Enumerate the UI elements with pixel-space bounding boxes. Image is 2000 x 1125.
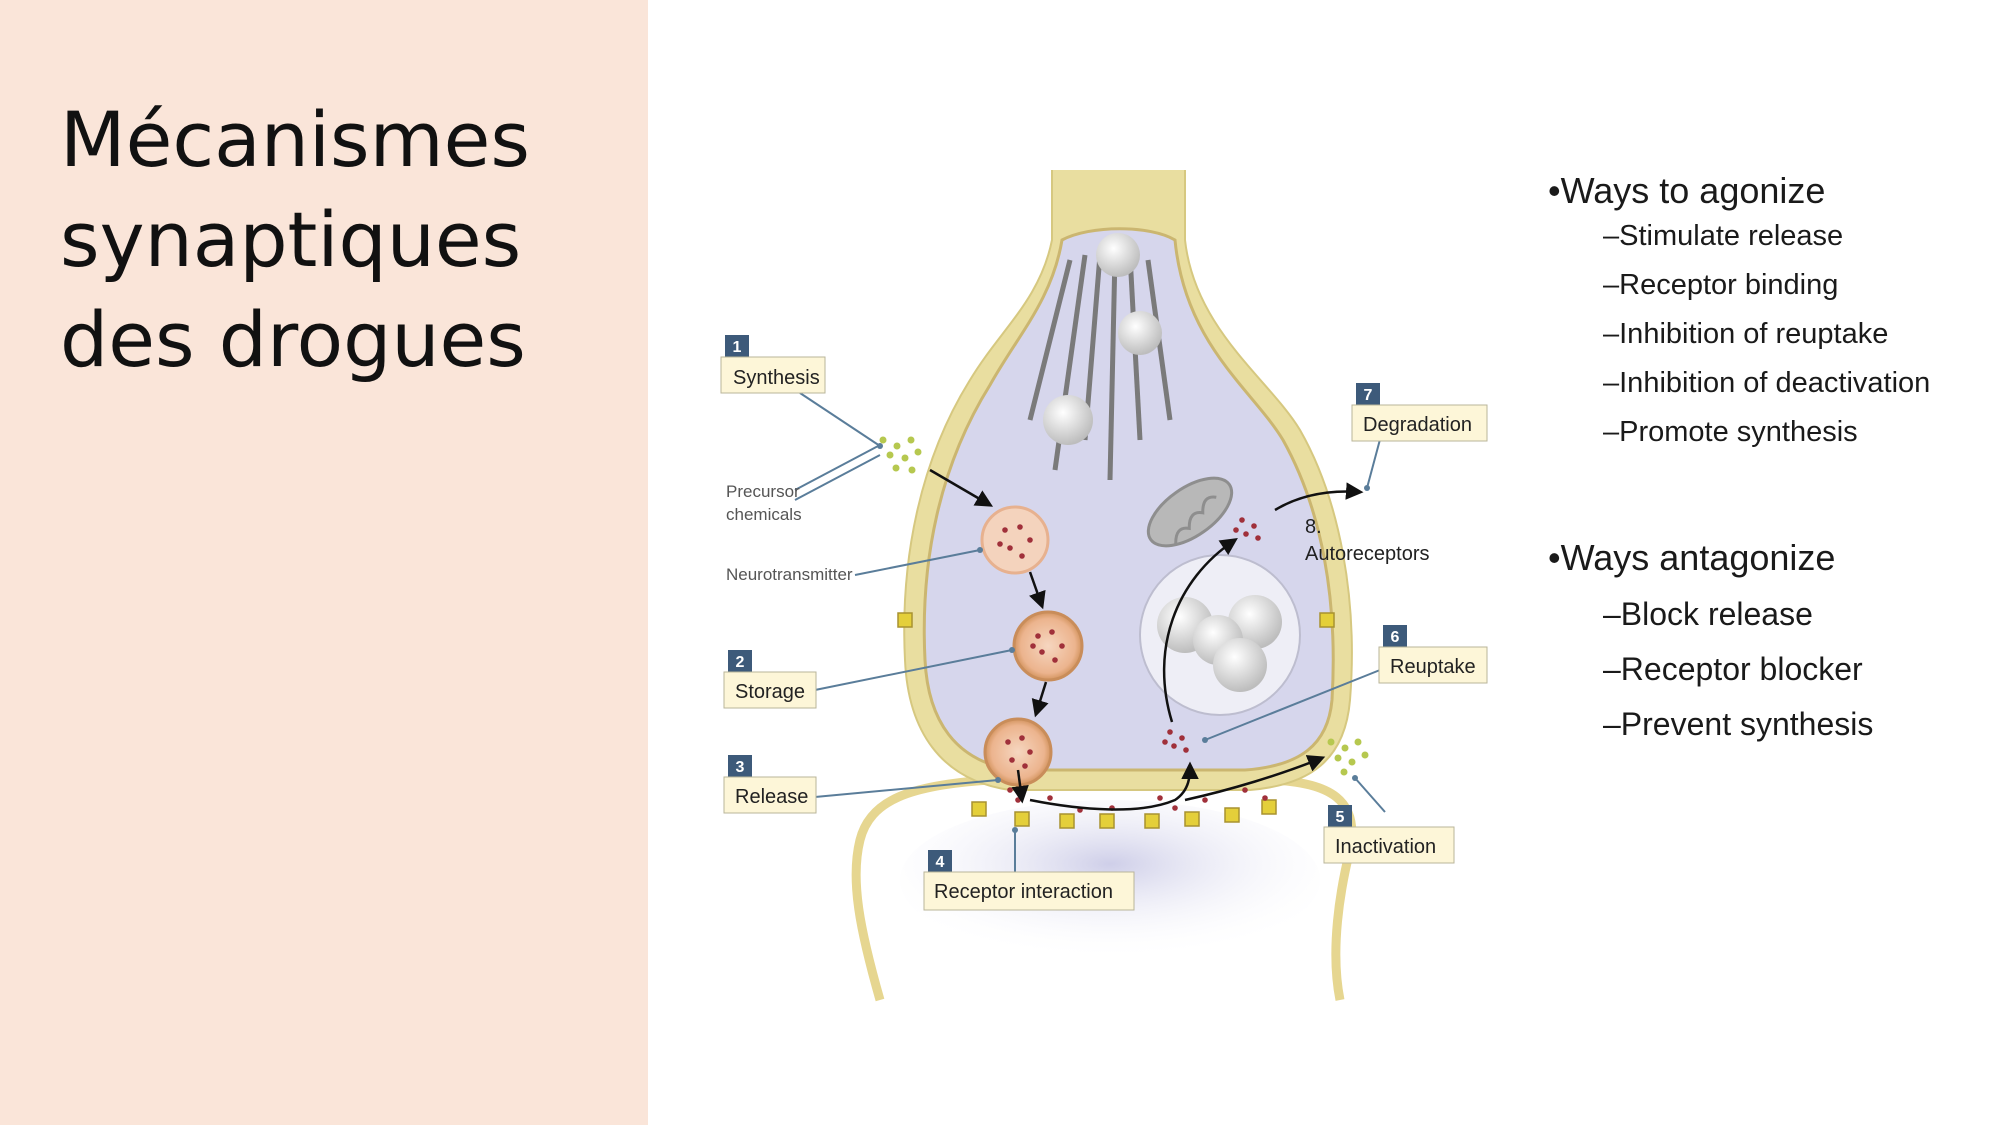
membrane-channels (897, 612, 1335, 628)
presynaptic-terminal (897, 170, 1353, 829)
bullet-panel: •Ways to agonize –Stimulate release –Rec… (1548, 170, 1988, 752)
title-line-1: Mécanismes (60, 95, 530, 184)
synapse-diagram: 1 Synthesis 2 Storage 3 Release 4 Recept… (720, 170, 1488, 1002)
step-label-text-reuptake: Reuptake (1390, 656, 1476, 678)
agonize-heading: •Ways to agonize (1548, 170, 1826, 211)
step-label-inactivation: 5 Inactivation (1323, 805, 1455, 864)
step-number-3: 3 (736, 759, 745, 776)
step-label-text-release: Release (735, 786, 808, 808)
step-label-reuptake: 6 Reuptake (1378, 625, 1488, 684)
antagonize-heading: •Ways antagonize (1548, 537, 1836, 578)
label-precursor-chemicals: Precursor chemicals (726, 482, 802, 524)
precursor-label-line-1: Precursor (726, 482, 800, 501)
process-arrows (929, 468, 1364, 811)
step-label-receptor-interaction: 4 Receptor interaction (923, 850, 1135, 911)
precursor-dots (879, 436, 1369, 776)
antagonize-list: –Block release –Receptor blocker –Preven… (1603, 587, 1988, 752)
antagonize-item: –Receptor blocker (1603, 651, 1863, 687)
vesicle-synthesis (980, 505, 1050, 575)
antagonize-item: –Block release (1603, 596, 1813, 632)
title-panel: Mécanismes synaptiques des drogues (0, 0, 648, 1125)
antagonize-group: •Ways antagonize –Block release –Recepto… (1548, 537, 1988, 752)
precursor-label-line-2: chemicals (726, 505, 802, 524)
title-line-2: synaptiques (60, 195, 522, 284)
step-number-1: 1 (733, 339, 742, 356)
autoreceptors-number: 8. (1305, 516, 1322, 538)
step-label-text-degradation: Degradation (1363, 414, 1472, 436)
neurotransmitter-dots (997, 517, 1268, 813)
slide-title: Mécanismes synaptiques des drogues (60, 90, 640, 390)
step-number-7: 7 (1364, 387, 1373, 404)
step-label-text-synthesis: Synthesis (733, 367, 820, 389)
step-label-text-storage: Storage (735, 681, 805, 703)
agonize-item: –Receptor binding (1603, 269, 1839, 301)
autoreceptors-text: Autoreceptors (1305, 543, 1430, 565)
agonize-list: –Stimulate release –Receptor binding –In… (1603, 212, 1988, 457)
neurotransmitter-label: Neurotransmitter (726, 565, 853, 584)
step-label-storage: 2 Storage (723, 650, 817, 709)
title-line-3: des drogues (60, 295, 526, 384)
step-label-release: 3 Release (723, 755, 817, 814)
step-number-4: 4 (936, 854, 945, 871)
label-neurotransmitter: Neurotransmitter (726, 565, 853, 584)
step-label-synthesis: 1 Synthesis (720, 335, 826, 394)
step-label-text-inactivation: Inactivation (1335, 836, 1436, 858)
mitochondrion (1146, 476, 1234, 548)
agonize-item: –Stimulate release (1603, 220, 1844, 252)
label-autoreceptors: 8. Autoreceptors (1305, 516, 1430, 565)
postsynaptic-receptors (971, 799, 1277, 829)
step-number-2: 2 (736, 654, 745, 671)
agonize-item: –Inhibition of deactivation (1603, 367, 1931, 399)
agonize-item: –Promote synthesis (1603, 416, 1858, 448)
leader-lines (794, 392, 1386, 880)
step-label-degradation: 7 Degradation (1351, 383, 1488, 442)
vesicle-storage (1012, 610, 1084, 682)
agonize-group: •Ways to agonize –Stimulate release –Rec… (1548, 170, 1988, 457)
step-label-text-receptor-interaction: Receptor interaction (934, 881, 1113, 903)
step-number-6: 6 (1391, 629, 1400, 646)
antagonize-item: –Prevent synthesis (1603, 706, 1874, 742)
step-number-5: 5 (1336, 809, 1345, 826)
nucleus-cluster (1139, 554, 1301, 716)
agonize-item: –Inhibition of reuptake (1603, 318, 1889, 350)
